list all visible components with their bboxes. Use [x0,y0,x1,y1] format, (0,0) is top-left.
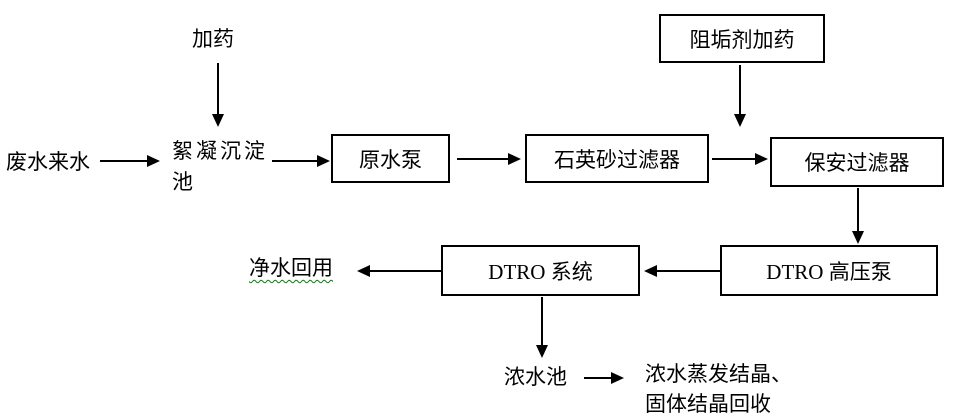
arrow-head-right-icon [611,372,624,384]
arrow-head-right-icon [147,155,160,167]
arrow-flocculation-tank-to-raw-water-pump [272,155,330,167]
node-security-filter: 保安过滤器 [770,137,944,187]
arrow-shaft [457,158,510,160]
node-antiscalant-dosing-label: 阻垢剂加药 [689,27,795,52]
node-antiscalant-dosing: 阻垢剂加药 [659,14,825,63]
node-dtro-system-label: DTRO 系统 [488,259,593,284]
node-dtro-high-pressure-pump: DTRO 高压泵 [720,245,938,296]
arrow-head-right-icon [317,155,330,167]
arrow-shaft [272,160,319,162]
label-concentrate-disposal-line2: 固体结晶回收 [645,392,771,416]
label-concentrate-disposal-line1: 浓水蒸发结晶、 [645,362,792,386]
arrow-raw-water-pump-to-quartz-sand-filter [457,153,521,165]
node-quartz-sand-filter-label: 石英砂过滤器 [554,147,680,172]
node-security-filter-label: 保安过滤器 [804,151,910,175]
label-flocculation-tank: 絮凝沉淀 池 [172,136,268,198]
arrow-quartz-sand-filter-to-security-filter [712,153,768,165]
arrow-dtro-system-to-clean-water-reuse [357,265,441,277]
node-raw-water-pump: 原水泵 [331,134,450,183]
label-wastewater-inlet: 废水来水 [6,150,90,174]
arrow-dosing-to-flocculation-tank [212,63,224,127]
arrow-head-right-icon [508,153,521,165]
node-quartz-sand-filter: 石英砂过滤器 [525,134,709,183]
arrow-shaft [584,377,613,379]
arrow-concentrate-tank-to-disposal [584,372,624,384]
node-dtro-system: DTRO 系统 [441,245,640,296]
arrow-shaft [368,270,441,272]
arrow-head-left-icon [357,265,370,277]
label-clean-water-reuse: 净水回用 [249,256,333,280]
arrow-shaft [739,65,741,116]
arrow-security-filter-to-dtro-pump [852,188,864,244]
label-flocculation-tank-line1: 絮凝沉淀 [172,139,268,163]
label-concentrate-tank: 浓水池 [504,365,567,389]
label-concentrate-disposal: 浓水蒸发结晶、 固体结晶回收 [645,359,792,417]
node-dtro-high-pressure-pump-label: DTRO 高压泵 [766,259,892,284]
arrow-shaft [541,297,543,347]
arrow-shaft [857,188,859,233]
arrow-shaft [217,63,219,116]
arrow-dtro-pump-to-dtro-system [644,265,720,277]
label-dosing: 加药 [192,27,234,51]
arrow-head-down-icon [212,114,224,127]
arrow-shaft [655,270,720,272]
arrow-head-down-icon [734,114,746,127]
arrow-head-left-icon [644,265,657,277]
node-raw-water-pump-label: 原水泵 [359,147,422,172]
arrow-shaft [712,158,757,160]
label-flocculation-tank-line2: 池 [172,170,193,194]
arrow-head-down-icon [852,231,864,244]
arrow-wastewater-to-flocculation-tank [100,155,160,167]
arrow-head-down-icon [536,345,548,358]
arrow-shaft [100,160,149,162]
arrow-antiscalant-dosing-to-security-filter [734,65,746,127]
arrow-dtro-system-to-concentrate-tank [536,297,548,358]
arrow-head-right-icon [755,153,768,165]
